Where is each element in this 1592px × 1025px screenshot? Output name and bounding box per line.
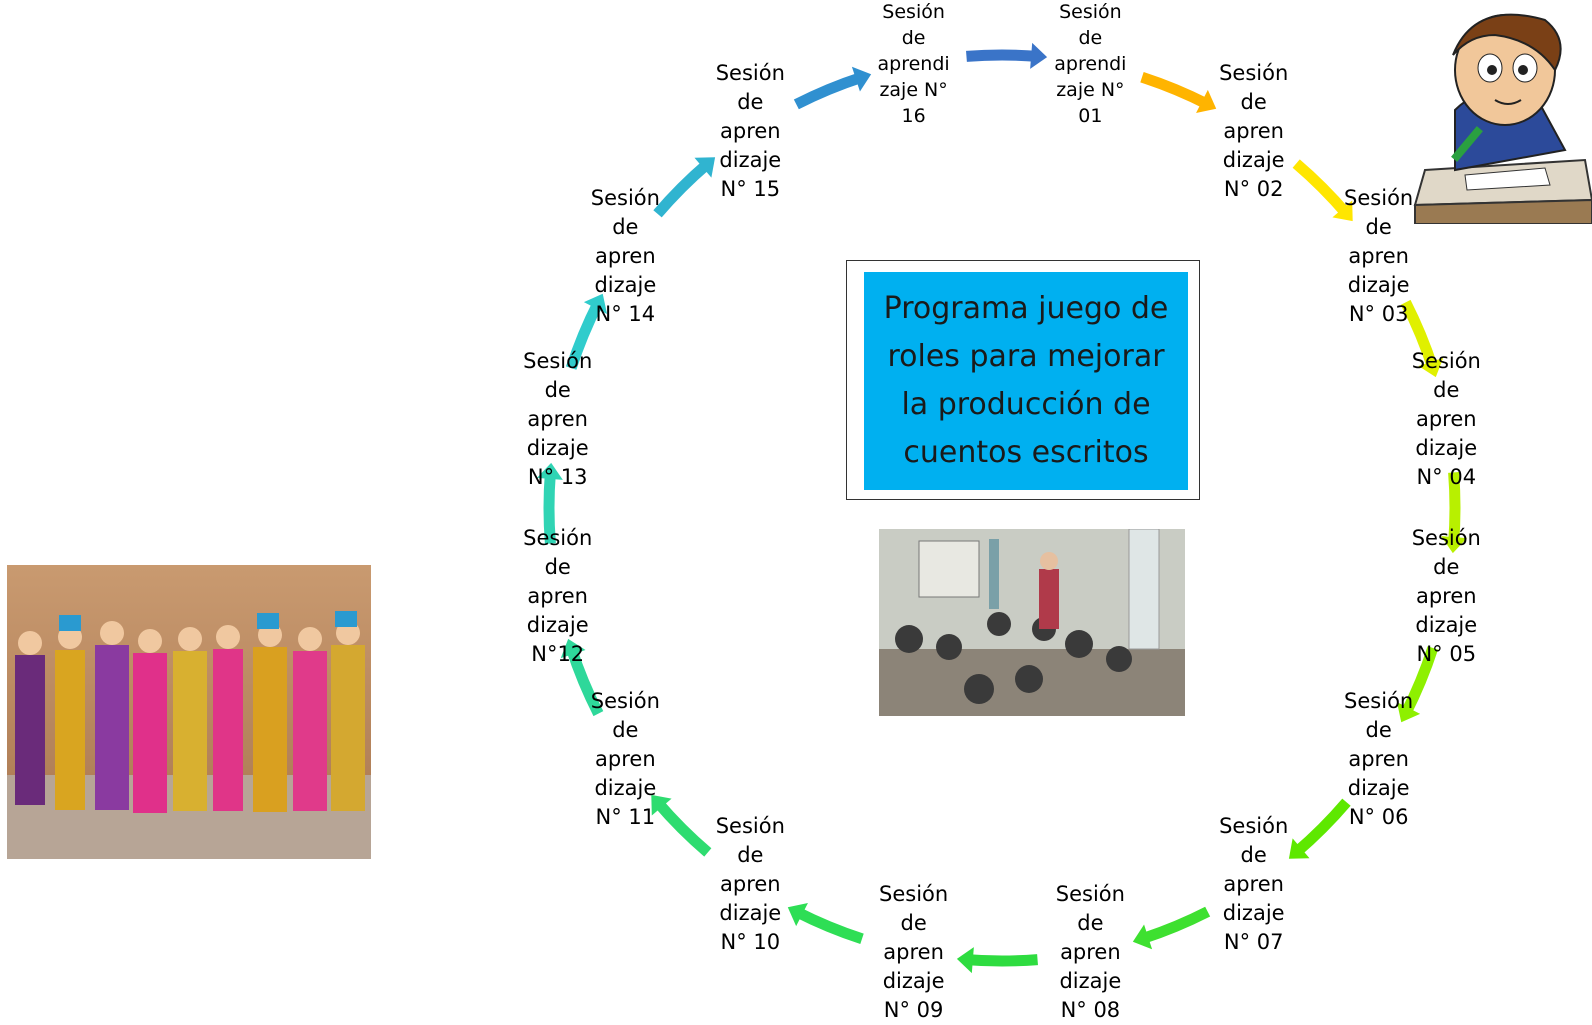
student-writing-clipart — [1395, 0, 1592, 224]
arrowhead-06 — [1288, 838, 1310, 859]
arrowhead-10 — [651, 794, 672, 816]
session-node-12: Sesión de apren dizaje N°12 — [523, 525, 593, 666]
session-node-05: Sesión de apren dizaje N° 05 — [1411, 525, 1481, 666]
arrow-09 — [793, 906, 864, 945]
session-node-06: Sesión de apren dizaje N° 06 — [1344, 689, 1414, 830]
arrowhead-05 — [1396, 702, 1421, 723]
session-node-03: Sesión de apren dizaje N° 03 — [1344, 185, 1414, 326]
classroom-photo — [879, 529, 1185, 716]
arrowhead-14 — [694, 157, 716, 178]
arrowhead-09 — [787, 902, 808, 927]
session-node-04: Sesión de apren dizaje N° 04 — [1411, 349, 1481, 490]
session-node-10: Sesión de apren dizaje N° 10 — [715, 814, 785, 955]
arrowhead-07 — [1132, 924, 1153, 950]
arrowhead-11 — [560, 638, 586, 659]
arrow-01 — [1140, 71, 1211, 110]
arrow-07 — [1140, 906, 1211, 945]
arrowhead-03 — [1418, 357, 1444, 378]
arrowhead-16 — [1030, 42, 1048, 69]
session-node-11: Sesión de apren dizaje N° 11 — [590, 689, 660, 830]
session-node-13: Sesión de apren dizaje N° 13 — [523, 349, 593, 490]
session-node-09: Sesión de apren dizaje N° 09 — [879, 881, 949, 1022]
arrowhead-12 — [536, 462, 563, 480]
session-node-16: Sesión de aprendi zaje N° 16 — [877, 0, 950, 127]
arrowhead-02 — [1332, 200, 1353, 222]
arrowhead-04 — [1441, 536, 1468, 554]
arrowhead-01 — [1196, 89, 1217, 114]
session-node-07: Sesión de apren dizaje N° 07 — [1219, 814, 1289, 955]
arrowhead-13 — [583, 293, 608, 314]
arrow-08 — [966, 954, 1038, 967]
session-node-15: Sesión de apren dizaje N° 15 — [715, 60, 785, 201]
arrowhead-15 — [851, 66, 872, 92]
session-node-01: Sesión de aprendi zaje N° 01 — [1054, 0, 1127, 127]
dancers-photo — [7, 565, 371, 859]
session-node-14: Sesión de apren dizaje N° 14 — [590, 185, 660, 326]
arrow-16 — [966, 49, 1038, 62]
session-node-08: Sesión de apren dizaje N° 08 — [1055, 881, 1125, 1022]
arrowhead-08 — [956, 947, 974, 974]
program-title: Programa juego de roles para mejorar la … — [864, 272, 1188, 490]
arrow-15 — [793, 71, 864, 110]
session-node-02: Sesión de apren dizaje N° 02 — [1219, 60, 1289, 201]
cycle-arrows — [536, 42, 1468, 974]
